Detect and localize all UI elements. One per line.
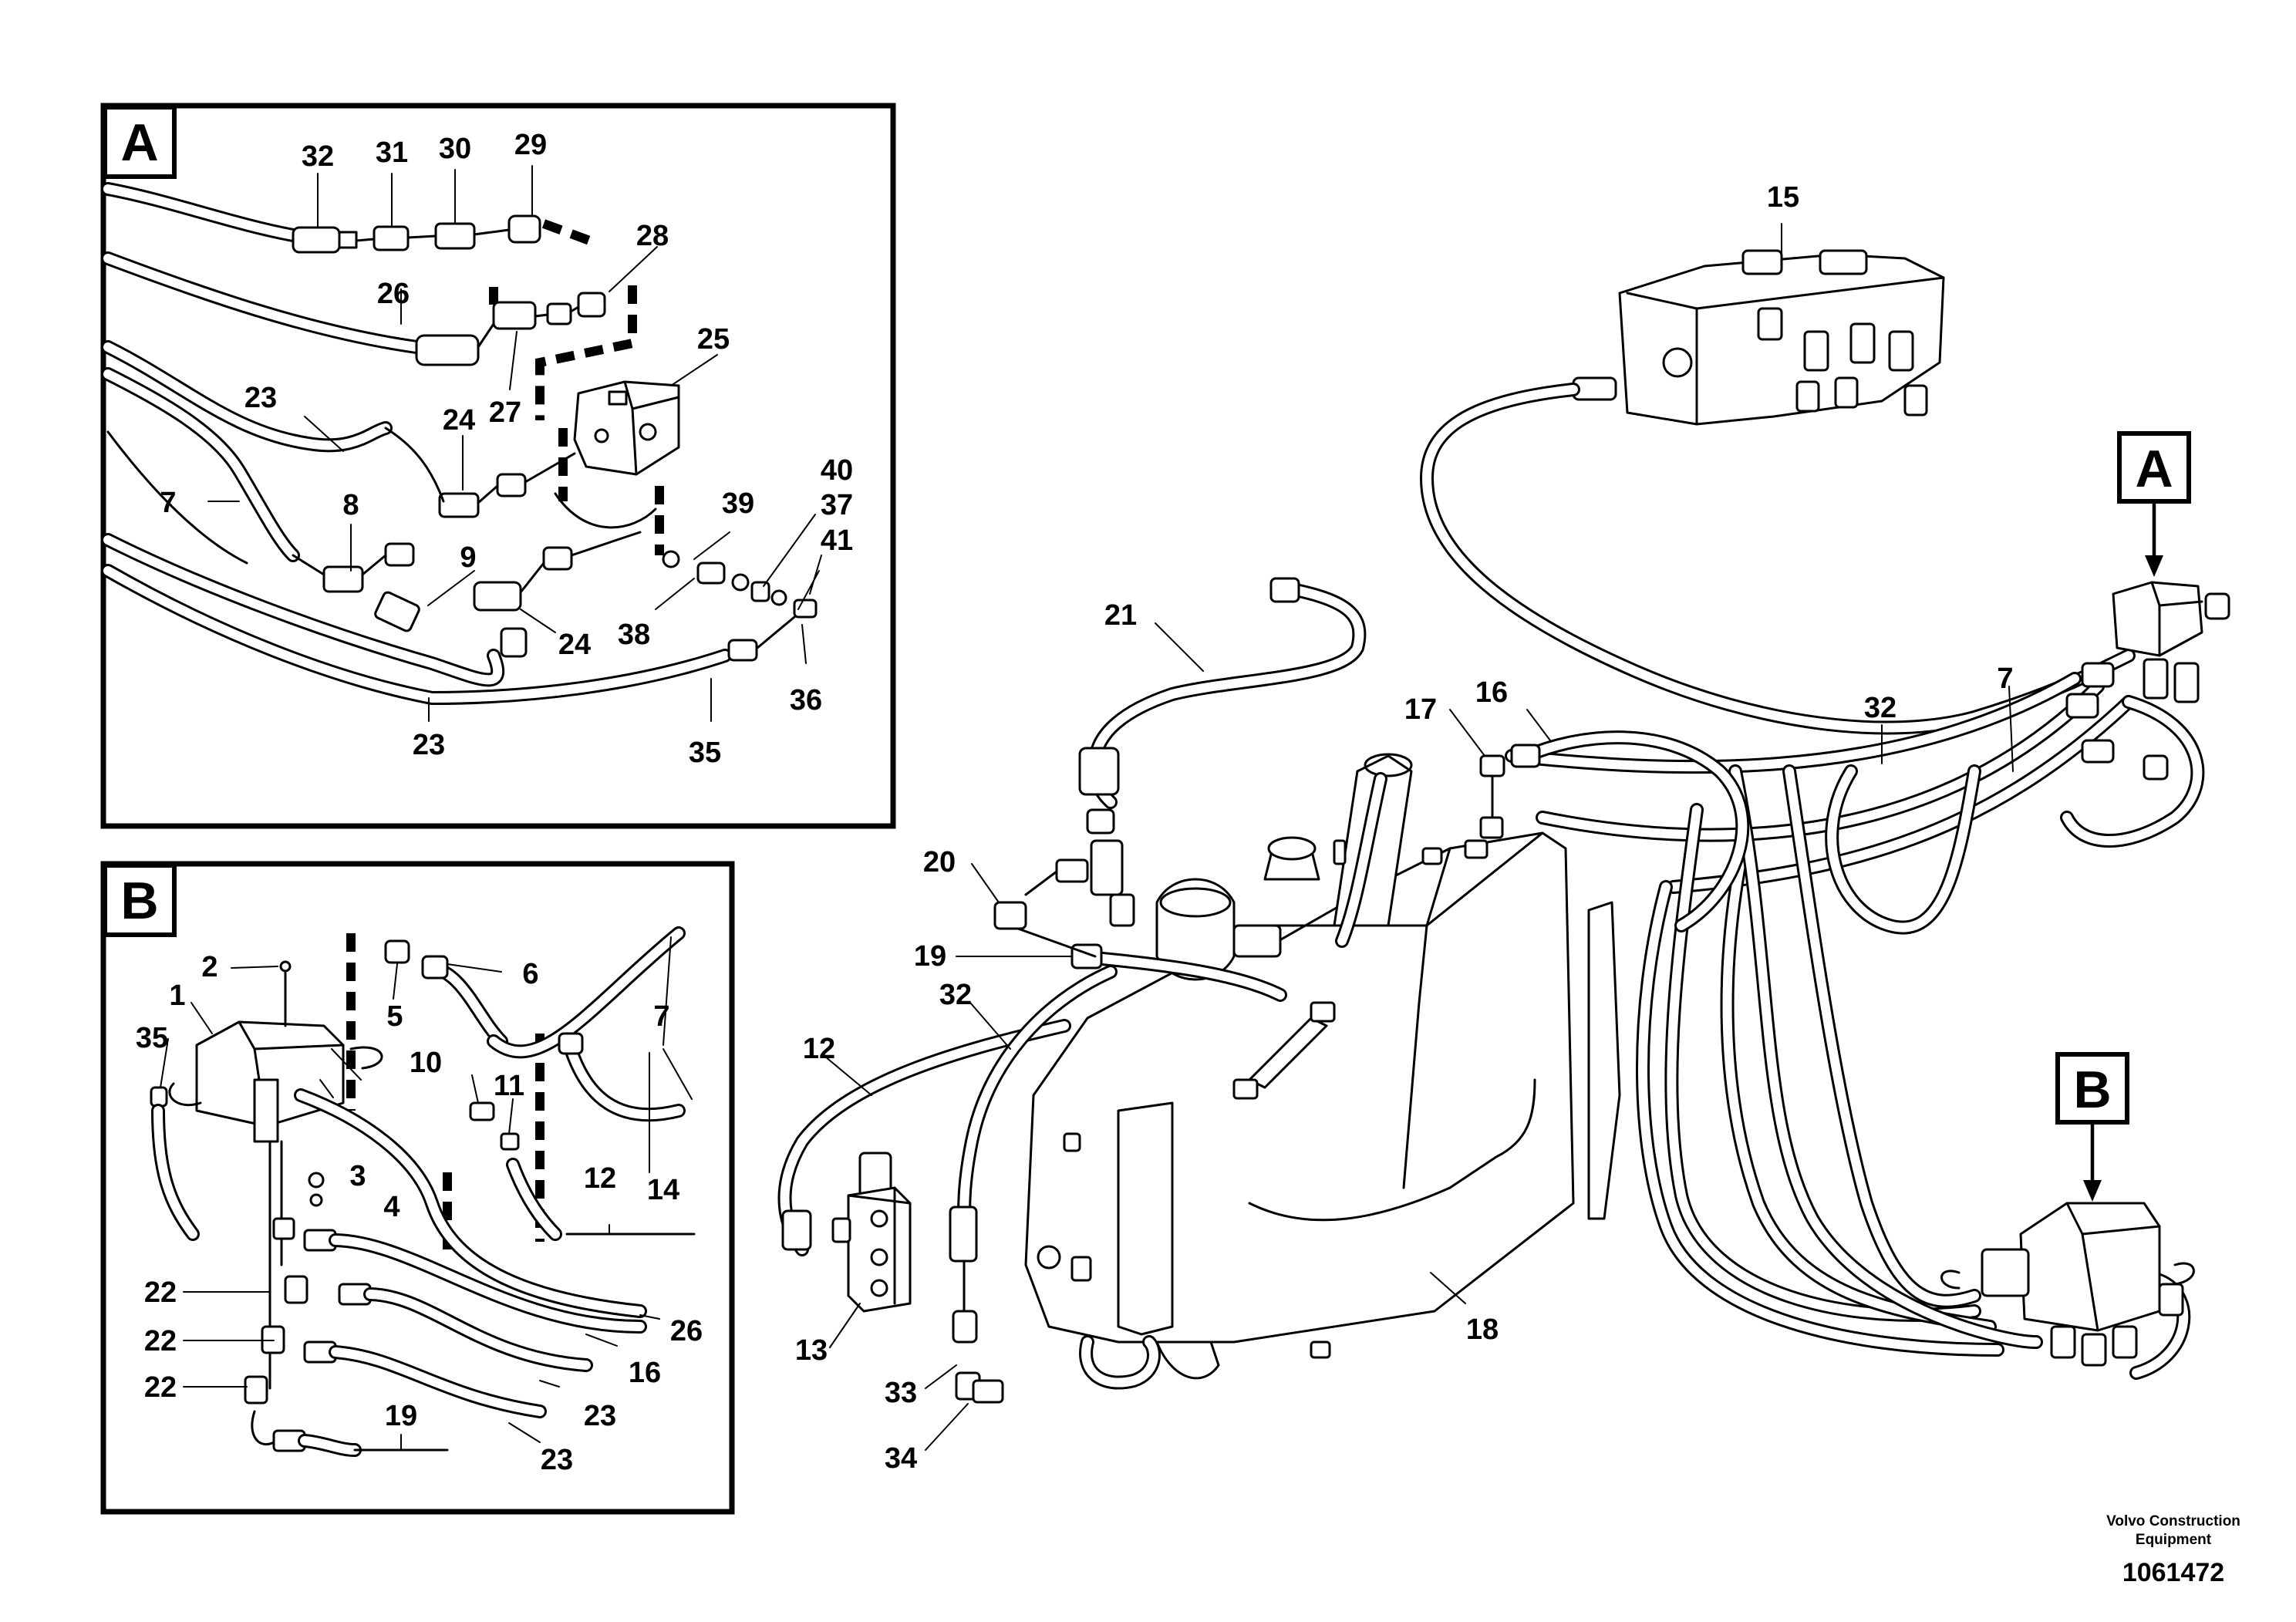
callout-a: A bbox=[2117, 431, 2191, 577]
part-label: 26 bbox=[670, 1315, 703, 1347]
part-label: 36 bbox=[790, 684, 822, 717]
part-label: 16 bbox=[1475, 676, 1508, 709]
part-label: 38 bbox=[618, 619, 650, 651]
part-label: 7 bbox=[653, 1000, 669, 1033]
part-label: 8 bbox=[342, 489, 359, 521]
part-label: 6 bbox=[522, 958, 538, 990]
control-valve-15 bbox=[1572, 249, 1945, 426]
valve-13 bbox=[831, 1152, 912, 1313]
inset-a-labels: 32 31 30 29 28 26 25 27 23 24 7 8 9 24 3… bbox=[160, 129, 853, 769]
part-label: 7 bbox=[1997, 663, 2013, 695]
part-label: 37 bbox=[821, 489, 853, 521]
part-label: 32 bbox=[939, 979, 972, 1011]
part-label: 23 bbox=[413, 729, 445, 761]
part-label: 33 bbox=[885, 1377, 917, 1409]
part-label: 21 bbox=[1104, 599, 1137, 632]
part-label: 41 bbox=[821, 524, 853, 557]
part-label: 32 bbox=[1864, 692, 1896, 724]
part-label: 23 bbox=[541, 1444, 573, 1476]
footer: Volvo Construction Equipment 1061472 bbox=[2106, 1513, 2240, 1587]
inset-a-letter-box bbox=[103, 105, 177, 179]
brand-line-1: Volvo Construction bbox=[2106, 1513, 2240, 1529]
part-label: 27 bbox=[489, 396, 521, 429]
part-label: 24 bbox=[443, 404, 475, 437]
part-label: 5 bbox=[386, 1000, 403, 1033]
part-label: 26 bbox=[377, 278, 410, 310]
hose-bundle bbox=[1505, 672, 2205, 1380]
callout-a-letter: A bbox=[2135, 440, 2173, 498]
part-label: 3 bbox=[349, 1160, 366, 1192]
inset-a: A bbox=[100, 103, 896, 829]
part-label: 7 bbox=[160, 487, 176, 519]
part-label: 32 bbox=[302, 140, 334, 173]
valve-at-a bbox=[2065, 581, 2230, 781]
part-label: 25 bbox=[697, 323, 730, 356]
part-label: 31 bbox=[376, 137, 408, 169]
part-label: 23 bbox=[244, 382, 277, 414]
part-label: 28 bbox=[636, 220, 669, 252]
part-label: 39 bbox=[722, 487, 754, 520]
inset-a-letter: A bbox=[120, 113, 158, 172]
part-label: 35 bbox=[136, 1022, 168, 1054]
inset-b: B bbox=[100, 861, 735, 1515]
part-label: 18 bbox=[1466, 1313, 1499, 1346]
part-label: 14 bbox=[647, 1174, 679, 1206]
part-label: 17 bbox=[1404, 693, 1437, 726]
part-label: 22 bbox=[144, 1371, 177, 1404]
part-label: 23 bbox=[584, 1400, 616, 1432]
part-label: 35 bbox=[689, 737, 721, 769]
main-labels: 15 21 17 16 32 7 20 19 32 12 13 33 34 18 bbox=[795, 181, 2014, 1475]
part-label: 16 bbox=[629, 1357, 661, 1389]
part-label: 20 bbox=[923, 846, 956, 878]
part-label: 22 bbox=[144, 1325, 177, 1357]
inset-b-letter-box bbox=[103, 863, 177, 937]
part-label: 30 bbox=[439, 133, 471, 165]
part-label: 2 bbox=[201, 951, 217, 983]
brand-line-2: Equipment bbox=[2136, 1532, 2212, 1548]
document-number: 1061472 bbox=[2122, 1558, 2224, 1587]
part-label: 1 bbox=[169, 980, 185, 1012]
part-label: 19 bbox=[914, 940, 946, 973]
inset-b-labels: 2 1 35 6 5 7 10 11 3 4 12 14 22 22 22 19… bbox=[136, 951, 703, 1476]
part-label: 4 bbox=[383, 1191, 400, 1223]
part-label: 12 bbox=[584, 1162, 616, 1195]
part-label: 40 bbox=[821, 454, 853, 487]
part-label: 34 bbox=[885, 1442, 917, 1475]
callout-b: B bbox=[2055, 1052, 2129, 1202]
valve-at-b bbox=[1940, 1202, 2195, 1367]
part-label: 19 bbox=[385, 1400, 417, 1432]
main-assembly: 15 21 17 16 32 7 20 19 32 12 13 33 34 18 bbox=[777, 181, 2230, 1475]
part-label: 22 bbox=[144, 1276, 177, 1309]
hydraulic-tank-18 bbox=[1024, 753, 1621, 1390]
part-label: 12 bbox=[803, 1033, 835, 1065]
part-label: 10 bbox=[410, 1047, 442, 1079]
part-label: 15 bbox=[1767, 181, 1799, 214]
inset-b-letter: B bbox=[120, 872, 158, 930]
part-label: 29 bbox=[514, 129, 547, 161]
callout-b-letter: B bbox=[2073, 1061, 2111, 1119]
part-label: 13 bbox=[795, 1334, 828, 1367]
part-label: 11 bbox=[494, 1070, 524, 1102]
part-label: 24 bbox=[558, 629, 591, 661]
part-label: 9 bbox=[460, 541, 476, 574]
